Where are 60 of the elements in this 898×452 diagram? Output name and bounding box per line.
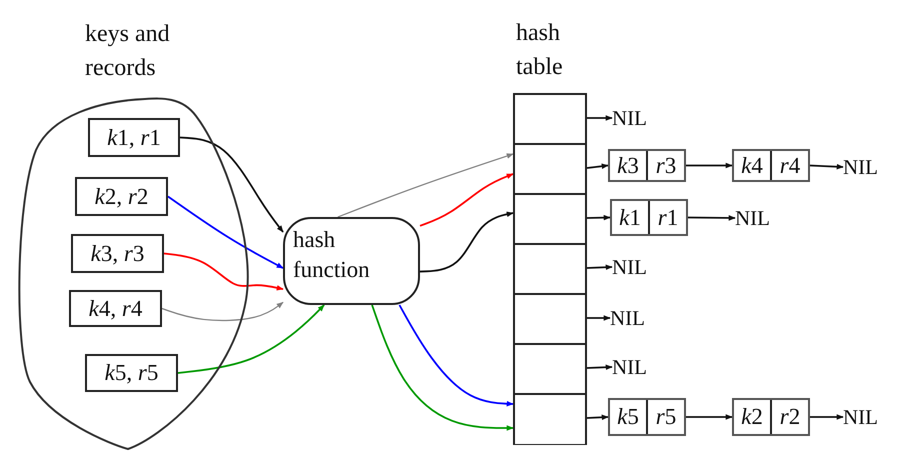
key-text: k1 xyxy=(618,204,642,232)
arrow xyxy=(810,164,844,170)
table-slot xyxy=(514,94,586,144)
key-record-box: k3, r3 xyxy=(71,234,164,273)
key-text: k3 xyxy=(616,152,640,180)
arrow xyxy=(162,302,284,322)
list-node xyxy=(608,149,686,182)
record-text: r2 xyxy=(770,400,808,434)
record-text: r1 xyxy=(648,201,686,234)
list-node xyxy=(608,398,686,436)
key-text: k4 xyxy=(740,152,764,180)
arrow xyxy=(167,196,284,269)
table-slot xyxy=(514,394,586,444)
arrow xyxy=(586,264,613,270)
nil-label: NIL xyxy=(612,354,662,380)
nil-label: NIL xyxy=(612,105,662,131)
arrow xyxy=(420,212,514,272)
record-text: r5 xyxy=(646,400,684,434)
arrow xyxy=(398,304,514,406)
arrow xyxy=(688,215,736,221)
nil-label: NIL xyxy=(843,404,893,430)
arrow xyxy=(586,414,609,420)
arrow xyxy=(338,153,514,218)
nil-label: NIL xyxy=(612,254,662,280)
key-record-box: k2, r2 xyxy=(75,177,168,216)
group-heading: keys and records xyxy=(85,20,171,83)
table-slot xyxy=(514,144,586,194)
table-slot xyxy=(514,294,586,344)
arrow xyxy=(178,304,325,374)
table-slot xyxy=(514,194,586,244)
key-text: k5 xyxy=(616,403,640,431)
nil-label: NIL xyxy=(735,205,785,231)
table-slot xyxy=(514,344,586,394)
hash-function-box xyxy=(283,217,420,305)
arrow xyxy=(686,414,733,420)
list-node xyxy=(610,199,688,236)
table-heading: hash table xyxy=(516,19,564,82)
arrow xyxy=(420,173,514,227)
arrow xyxy=(810,414,844,420)
arrow xyxy=(164,252,284,291)
key-record-box: k4, r4 xyxy=(69,290,162,327)
arrow xyxy=(587,115,613,121)
list-node xyxy=(732,398,810,436)
nil-label: NIL xyxy=(610,305,660,331)
arrow xyxy=(180,136,284,233)
hash-function-label: hash function xyxy=(293,226,371,284)
arrow xyxy=(371,304,514,431)
arrow xyxy=(586,364,613,370)
key-record-box: k5, r5 xyxy=(85,354,178,392)
record-text: r4 xyxy=(770,151,808,180)
list-node xyxy=(732,149,810,182)
table-slot xyxy=(514,244,586,294)
record-text: r3 xyxy=(646,151,684,180)
arrow xyxy=(686,162,733,168)
arrow xyxy=(586,163,609,170)
arrow xyxy=(586,214,611,220)
arrow xyxy=(587,315,611,321)
nil-label: NIL xyxy=(843,154,893,180)
key-record-box: k1, r1 xyxy=(88,118,180,157)
key-text: k2 xyxy=(740,403,764,431)
